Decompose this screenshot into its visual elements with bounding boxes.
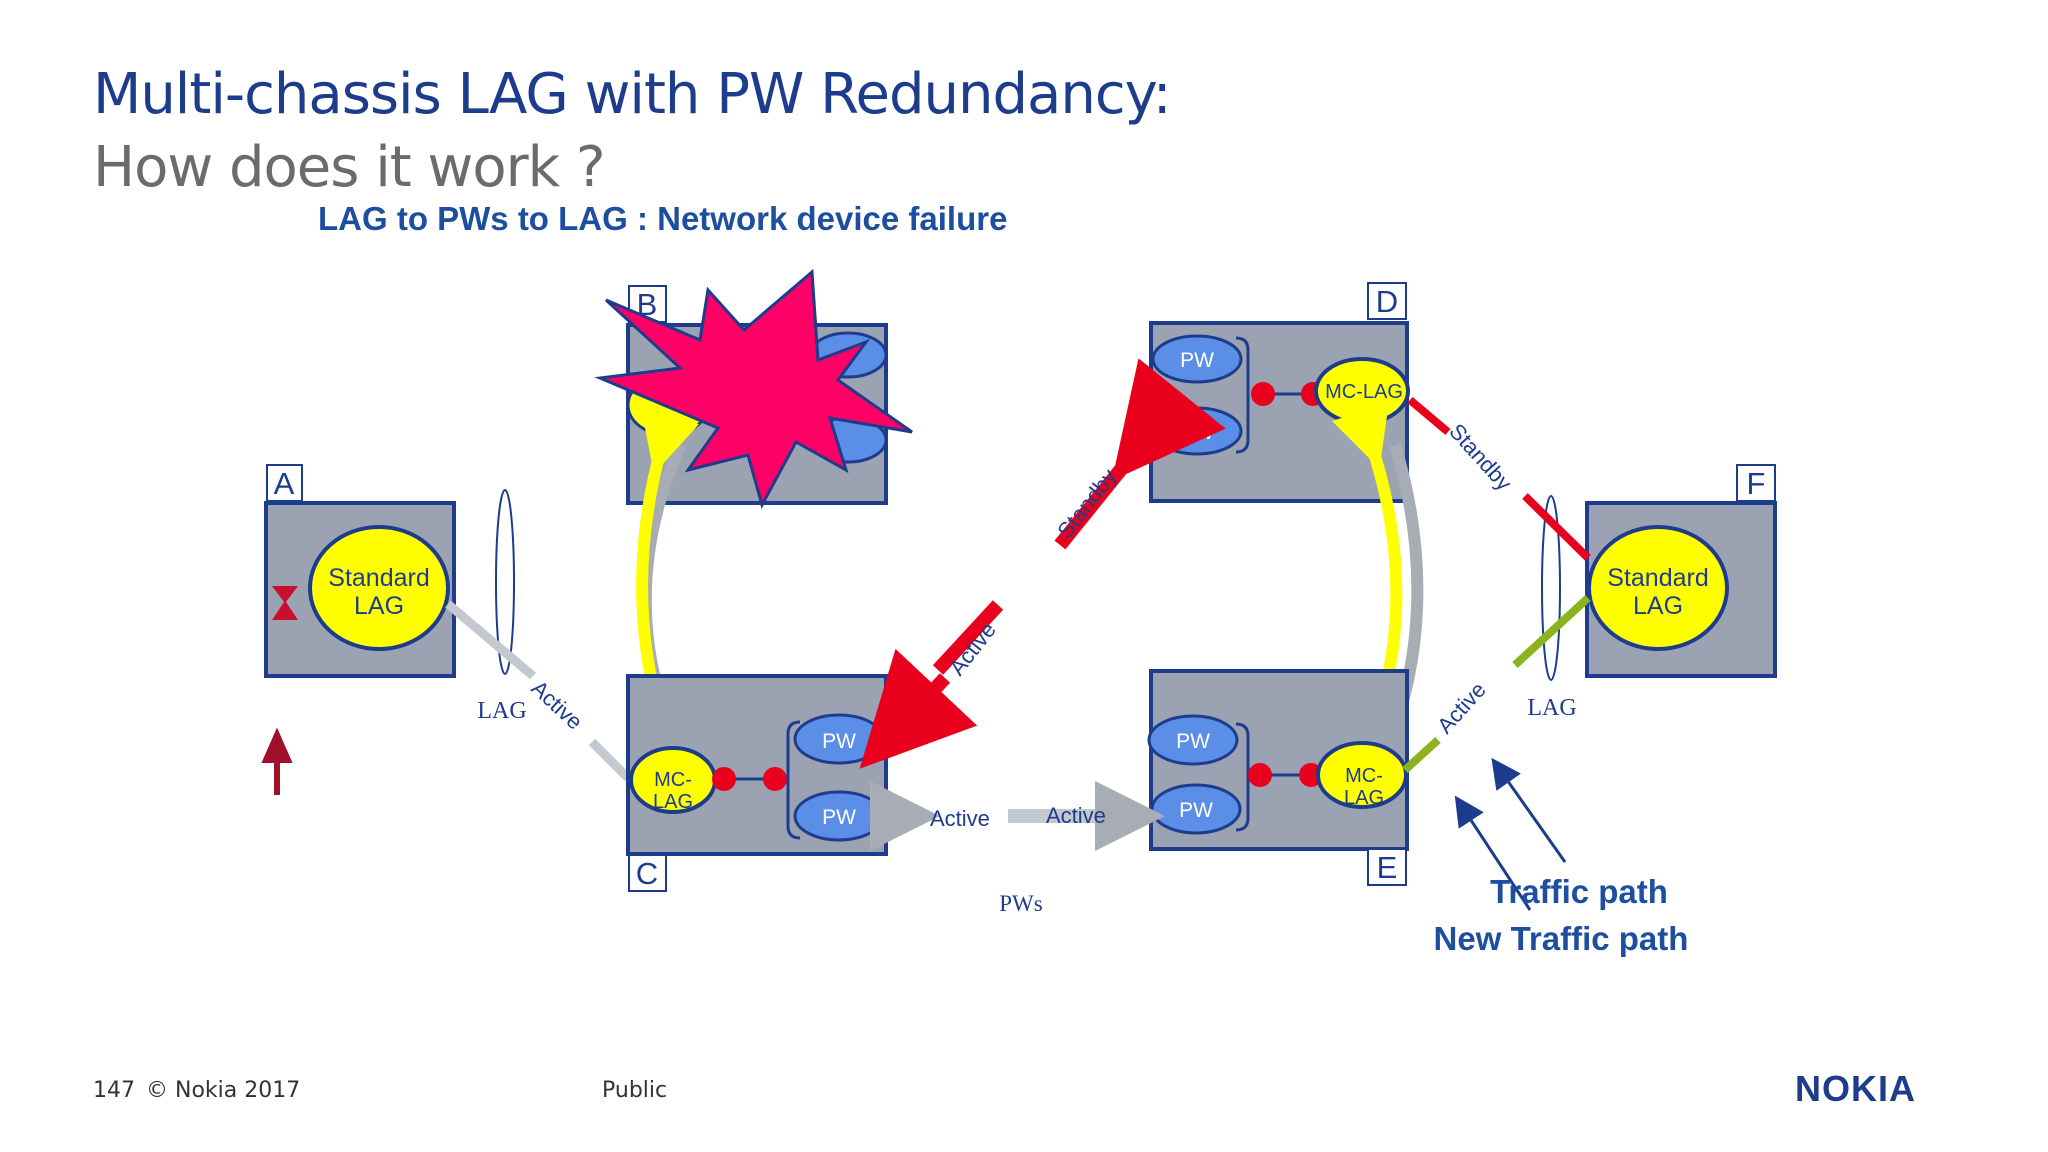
node-b-label: B: [637, 287, 658, 322]
node-d-label: D: [1376, 284, 1398, 319]
link-d-f-lower: [1522, 493, 1591, 561]
node-d-port-1: [1251, 382, 1275, 406]
link-e-f-upper: [1512, 595, 1591, 668]
node-e-port-1: [1248, 763, 1272, 787]
page-number: 147: [93, 1078, 135, 1103]
active-pw-left-label: Active: [930, 806, 990, 831]
node-c-label-box: [628, 854, 667, 892]
standard-lag-f-line2: LAG: [1633, 592, 1683, 620]
node-f-label-box: [1736, 464, 1776, 502]
classification: Public: [602, 1078, 668, 1103]
lag-ellipse-right: [1541, 495, 1561, 681]
node-e-label-box: [1367, 848, 1407, 886]
standard-lag-f-line1: Standard: [1607, 564, 1708, 592]
standard-lag-a-line1: Standard: [328, 564, 429, 592]
lag-right-label: LAG: [1527, 695, 1576, 721]
node-c-mclag-line1: MC-: [654, 769, 692, 791]
new-traffic-path-label: New Traffic path: [1434, 920, 1689, 957]
node-d-label-box: [1367, 282, 1407, 320]
node-c: C MC- LAG PW PW: [626, 674, 888, 892]
link-a-c-upper: [445, 600, 536, 680]
node-e-pw-bottom-label: PW: [1179, 799, 1213, 822]
node-e-mclag: [1316, 741, 1408, 809]
node-e-label: E: [1377, 850, 1398, 885]
link-c-d-active: [859, 648, 978, 769]
pws-label: PWs: [999, 891, 1043, 916]
link-e-f-lower: [1402, 737, 1441, 773]
node-d: D PW PW MC-LAG: [1149, 282, 1410, 503]
node-a: A Standard LAG: [264, 464, 456, 678]
node-d-pw-top-label: PW: [1180, 349, 1214, 372]
new-traffic-path-arrow: [1454, 795, 1532, 911]
node-c-pw-top-label: PW: [822, 730, 856, 753]
node-c-mclag-line2: LAG: [653, 791, 693, 813]
node-e-mclag-line1: MC-: [1345, 765, 1383, 787]
node-c-port-2: [763, 767, 787, 791]
link-d-f-upper: [1407, 396, 1451, 436]
link-a-c-lower: [588, 738, 632, 782]
active-a-c-label: Active: [527, 675, 588, 734]
link-c-d-standby: [1054, 358, 1226, 550]
node-a-label: A: [274, 466, 295, 501]
standby-c-d-label: Standby: [1052, 464, 1121, 543]
diagram-subtitle: LAG to PWs to LAG : Network device failu…: [318, 200, 1008, 237]
node-f: F Standard LAG: [1585, 464, 1777, 678]
node-e-pw-top: [1147, 714, 1239, 766]
standard-lag-a-line2: LAG: [354, 592, 404, 620]
copyright: © Nokia 2017: [146, 1078, 301, 1103]
traffic-path-arrow: [1491, 757, 1567, 863]
lag-left-label: LAG: [477, 698, 526, 724]
active-e-f-label: Active: [1432, 677, 1491, 738]
slide-title: Multi-chassis LAG with PW Redundancy:: [93, 62, 1172, 127]
node-e: E PW PW MC- LAG: [1147, 669, 1409, 886]
standard-lag-f: [1587, 525, 1729, 651]
traffic-path-label: Traffic path: [1490, 873, 1668, 910]
slide-title-line2: How does it work ?: [93, 135, 606, 200]
node-e-pw-top-label: PW: [1176, 730, 1210, 753]
node-c-pw-bottom-label: PW: [822, 806, 856, 829]
hourglass-icon: [272, 586, 298, 620]
standby-d-f-label: Standby: [1444, 419, 1517, 496]
node-f-label: F: [1747, 466, 1766, 501]
node-e-mclag-line2: LAG: [1344, 787, 1384, 809]
node-d-pw-bottom-label: PW: [1180, 421, 1214, 444]
explosion-icon: [594, 268, 913, 509]
node-c-label: C: [636, 856, 658, 891]
lag-ellipse-left: [495, 489, 515, 675]
up-arrow-icon: [261, 727, 293, 795]
node-d-mclag-label: MC-LAG: [1325, 381, 1403, 403]
node-a-label-box: [266, 464, 303, 502]
node-c-port-1: [712, 767, 736, 791]
standard-lag-a: [308, 525, 450, 651]
active-pw-right-label: Active: [1046, 803, 1106, 828]
nokia-logo: NOKIA: [1795, 1068, 1916, 1109]
